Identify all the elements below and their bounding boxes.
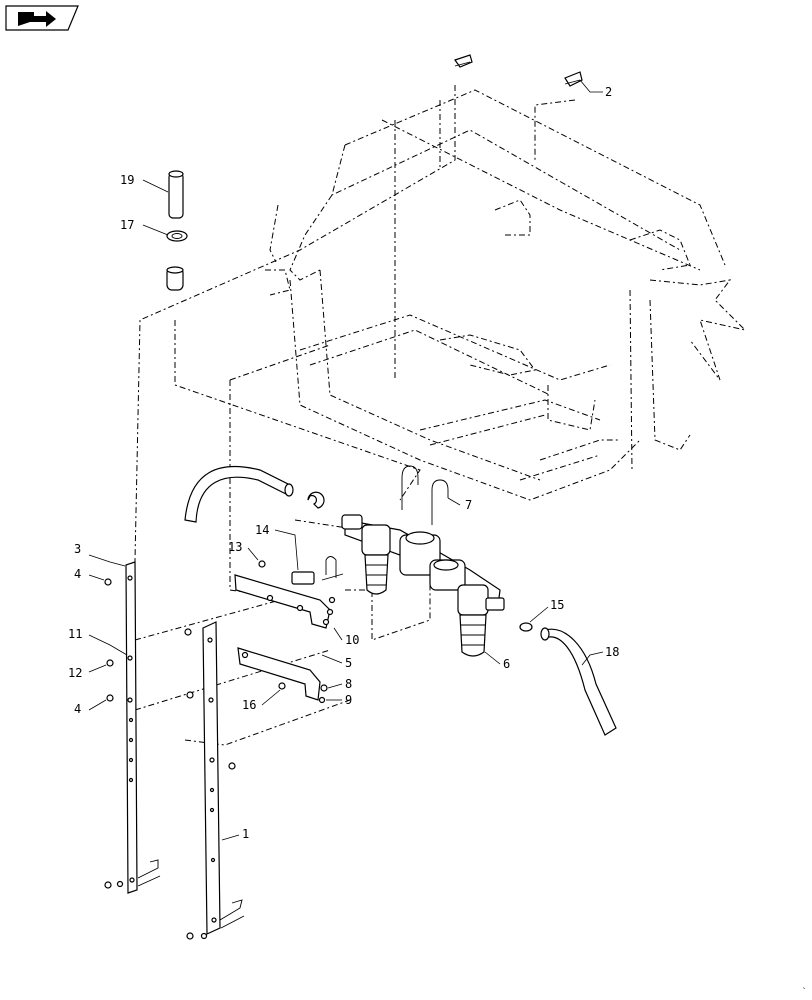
callout-10: 10	[345, 633, 359, 647]
callout-18: 18	[605, 645, 619, 659]
grommet-part	[166, 266, 184, 291]
nut-part	[322, 596, 336, 626]
callout-12: 12	[68, 666, 82, 680]
arrow-page-icon	[18, 11, 56, 27]
callout-3: 3	[74, 542, 81, 556]
leader-lines	[88, 79, 604, 841]
callout-16: 16	[242, 698, 256, 712]
left-strap-part	[104, 561, 161, 894]
callout-8: 8	[345, 677, 352, 691]
callout-4-top: 4	[74, 567, 81, 581]
filter-assembly	[341, 465, 505, 657]
callout-7: 7	[465, 498, 472, 512]
callout-4-bottom: 4	[74, 702, 81, 716]
callout-5: 5	[345, 656, 352, 670]
callout-9: 9	[345, 693, 352, 707]
u-clip-part	[454, 54, 583, 87]
ferrule-part	[519, 622, 533, 632]
hose-sleeve-part	[168, 170, 184, 219]
mount-bracket-part	[234, 556, 344, 629]
callout-14: 14	[255, 523, 269, 537]
callout-11: 11	[68, 627, 82, 641]
right-strap-part	[184, 621, 245, 940]
clip-ring-part	[307, 491, 325, 509]
phantom-frame	[134, 85, 747, 746]
callout-19: 19	[120, 173, 134, 187]
callout-15: 15	[550, 598, 564, 612]
lower-bracket-part	[237, 647, 328, 704]
clamp-part	[166, 230, 188, 242]
callout-6: 6	[503, 657, 510, 671]
callout-1: 1	[242, 827, 249, 841]
callout-13: 13	[228, 540, 242, 554]
nav-button[interactable]	[5, 5, 79, 31]
callout-labels: 19 17 2 7 3 4 11 12 4 13 14 10 5 8 9 16 …	[68, 85, 619, 841]
corner-mark: `	[802, 986, 807, 996]
hose-right-part	[540, 627, 617, 736]
hose-left-part	[184, 465, 294, 523]
callout-2: 2	[605, 85, 612, 99]
callout-17: 17	[120, 218, 134, 232]
